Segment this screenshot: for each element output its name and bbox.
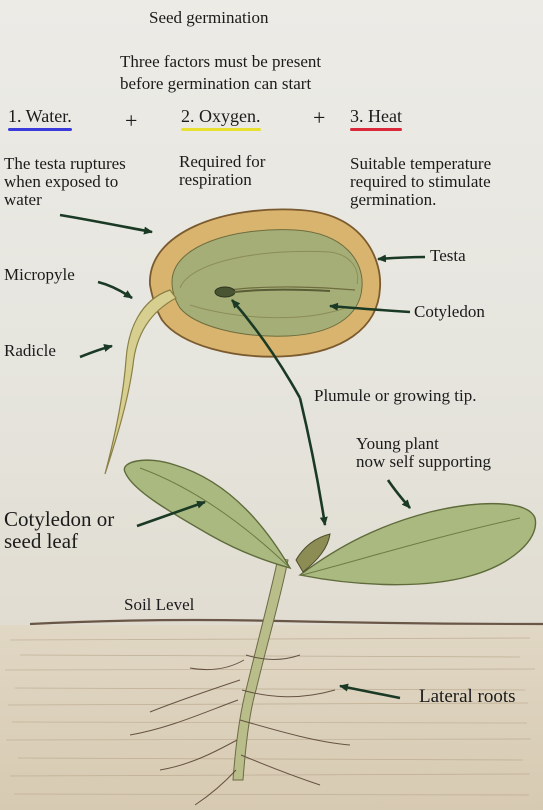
cotyledon-division <box>229 286 356 291</box>
arrow-micropyle <box>97 280 133 300</box>
label-micropyle: Micropyle <box>4 265 75 284</box>
label-soil-level: Soil Level <box>124 595 195 614</box>
factor-oxygen: 2. Oxygen. <box>181 106 261 131</box>
label-seed-leaf: Cotyledon or seed leaf <box>4 507 115 554</box>
label-plumule: Plumule or growing tip. <box>314 386 477 405</box>
factor-heat-label: 3. Heat <box>350 106 402 131</box>
factor-water: 1. Water. <box>8 106 72 131</box>
seed-inner <box>171 229 363 337</box>
left-leaf-vein <box>139 467 289 567</box>
embryo-axis <box>233 288 331 293</box>
plumule-tip <box>295 533 331 573</box>
plus-sign-1: + <box>125 108 138 133</box>
right-leaf-vein <box>301 517 521 576</box>
left-leaf <box>123 459 292 570</box>
label-radicle: Radicle <box>4 341 56 360</box>
arrow-radicle <box>79 344 113 359</box>
oxygen-description: Required for respiration <box>179 152 266 189</box>
label-young-plant: Young plant now self supporting <box>356 434 492 471</box>
heat-description: Suitable temperature required to stimula… <box>350 154 492 209</box>
label-lateral-roots: Lateral roots <box>419 686 516 707</box>
factor-heat: 3. Heat <box>350 106 402 131</box>
subtitle-line-1: Three factors must be present <box>120 52 322 71</box>
roots <box>129 654 351 806</box>
plumule-bud <box>214 286 236 298</box>
soil-level-line <box>29 618 543 626</box>
plus-sign-2: + <box>313 105 326 130</box>
radicle <box>104 289 177 475</box>
factor-water-label: 1. Water. <box>8 106 72 131</box>
arrow-cotyledon <box>329 302 411 314</box>
arrow-young-plant <box>386 479 411 509</box>
water-description: The testa ruptures when exposed to water <box>4 154 126 209</box>
soil-area <box>0 625 543 810</box>
arrow-testa <box>377 254 426 263</box>
right-leaf <box>298 502 537 586</box>
cotyledon-upper <box>179 250 359 289</box>
label-cotyledon: Cotyledon <box>414 302 485 321</box>
arrow-seed-leaf <box>136 500 206 528</box>
arrows <box>59 213 426 700</box>
title: Seed germination <box>149 8 269 27</box>
arrow-plumule-to-tip <box>298 397 328 526</box>
stem <box>232 557 289 781</box>
factor-oxygen-label: 2. Oxygen. <box>181 106 261 131</box>
arrow-lateral-roots <box>339 683 401 700</box>
seed <box>149 208 382 358</box>
soil-texture <box>4 637 536 796</box>
arrow-water <box>59 213 153 235</box>
label-testa: Testa <box>430 246 466 265</box>
arrow-plumule-to-seed <box>231 299 302 399</box>
subtitle-line-2: before germination can start <box>120 74 312 93</box>
cotyledon-lower <box>189 304 346 319</box>
